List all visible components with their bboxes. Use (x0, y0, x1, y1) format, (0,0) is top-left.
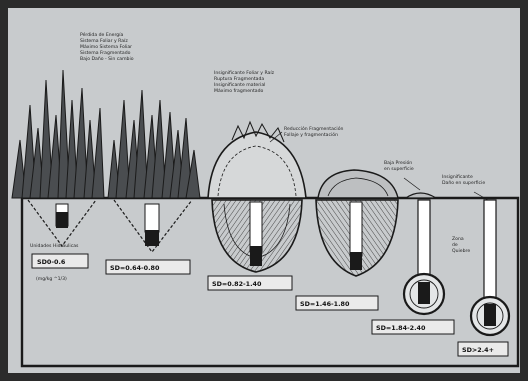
note-line: en superficie (384, 166, 414, 172)
note-low-surface: Baja Presión en superficie (384, 159, 414, 172)
sd-label-text: SD0-0.6 (37, 258, 66, 266)
sd-label-3: SD=0.82-1.40 (208, 276, 292, 290)
sd-label-1: SD0-0.6 (32, 254, 88, 268)
note-line: Quiebre (452, 248, 470, 254)
sd-label-5: SD=1.84-2.40 (372, 320, 454, 334)
sd-label-6: SD>2.4+ (458, 342, 508, 356)
sd-label-text: SD=1.46-1.80 (300, 300, 350, 308)
note-line: Ruptura Fragmentada (214, 76, 264, 82)
note-line: Máximo fragmentado (214, 87, 264, 94)
note-line: Insignificante Foliar y Raíz (214, 69, 275, 76)
note-line: Sistema Foliar y Raíz (80, 37, 128, 44)
sd-label-4: SD=1.46-1.80 (296, 296, 378, 310)
note-line: Pérdida de Energía (80, 31, 123, 38)
note-line: Máximo Sistema Foliar (80, 43, 132, 50)
note-line: Insignificante (442, 174, 473, 180)
note-line: Daño en superficie (442, 180, 485, 186)
sd-label-2: SD=0.64-0.80 (106, 260, 190, 274)
sd-label-text: SD=0.64-0.80 (110, 264, 160, 272)
note-line: Insignificante material (214, 82, 265, 88)
note-line: Follaje y fragmentación (284, 131, 338, 138)
note-line: Sistema Fragmentado (80, 50, 131, 56)
note-line: Reducción Fragmentación (284, 125, 344, 132)
sd-label-text: SD=0.82-1.40 (212, 280, 262, 288)
note-reduction: Reducción Fragmentación Follaje y fragme… (284, 125, 344, 138)
units-note: (mg/kg ^1/3) (36, 276, 67, 282)
note-line: Baja Presión (384, 159, 412, 166)
sd-label-text: SD=1.84-2.40 (376, 324, 426, 332)
note-line: Bajo Daño - Sin cambio (80, 56, 134, 62)
hydraulic-units-note: Unidades Hidráulicas (30, 242, 79, 249)
note-line: Zona (452, 236, 464, 242)
sd-label-text: SD>2.4+ (462, 346, 494, 354)
note-line: de (452, 242, 458, 248)
